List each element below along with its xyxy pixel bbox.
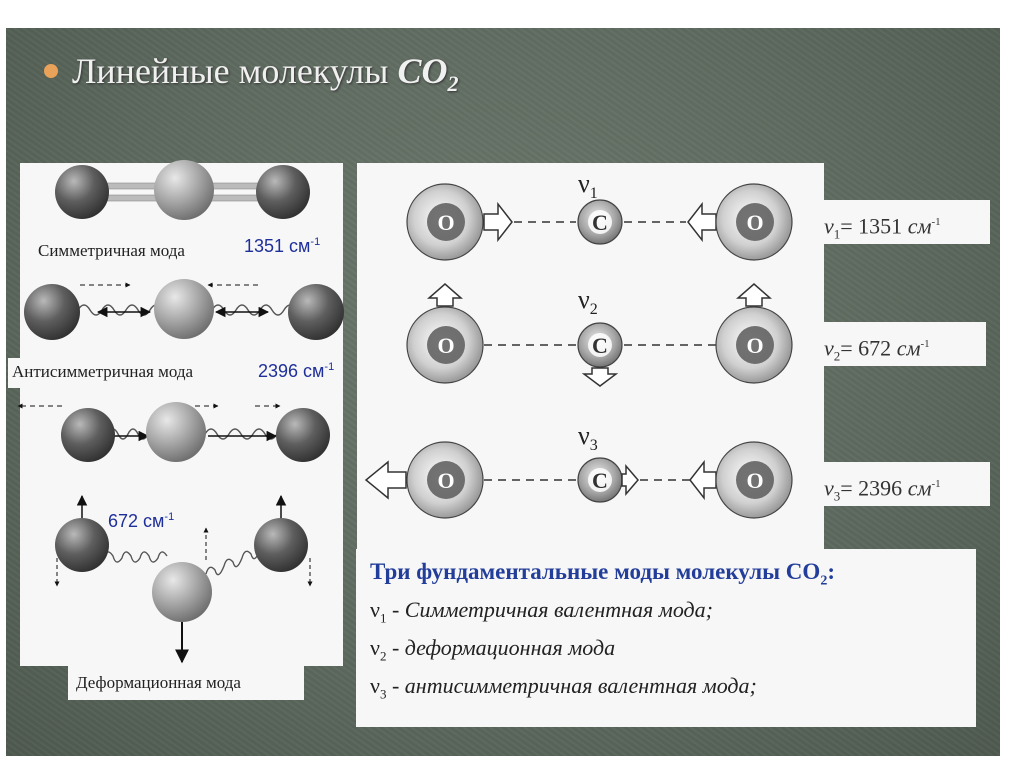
nu3-frequency-box: ν3= 2396 см-1 [818,462,990,506]
legend-item-nu3: ν3 - антисимметричная валентная мода; [370,673,757,702]
right-panel [357,163,824,551]
symmetric-mode-label: Симметричная мода [38,241,185,260]
symmetric-mode-frequency: 1351 см-1 [244,236,321,256]
title-formula: CO2 [397,51,459,97]
legend-item-nu2: ν2 - деформационная мода [370,635,616,664]
antisymmetric-mode-frequency: 2396 см-1 [258,361,335,381]
legend-item-nu1: ν1 - Симметричная валентная мода; [370,597,713,626]
bullet-icon [44,63,58,78]
left-panel-bottom [68,660,304,700]
modes-legend: Три фундаментальные моды молекулы CO2: ν… [356,549,976,727]
slide-title: Линейные молекулы CO2 [44,50,458,97]
nu1-frequency-box: ν1= 1351 см-1 [818,200,990,244]
left-panel-ext [8,358,22,388]
bending-mode-frequency: 672 см-1 [108,511,175,531]
legend-title: Три фундаментальные моды молекулы CO2: [370,559,835,589]
antisymmetric-mode-label: Антисимметричная мода [12,362,194,381]
nu2-frequency-box: ν2= 672 см-1 [818,322,986,366]
bending-mode-label: Деформационная мода [76,673,241,692]
